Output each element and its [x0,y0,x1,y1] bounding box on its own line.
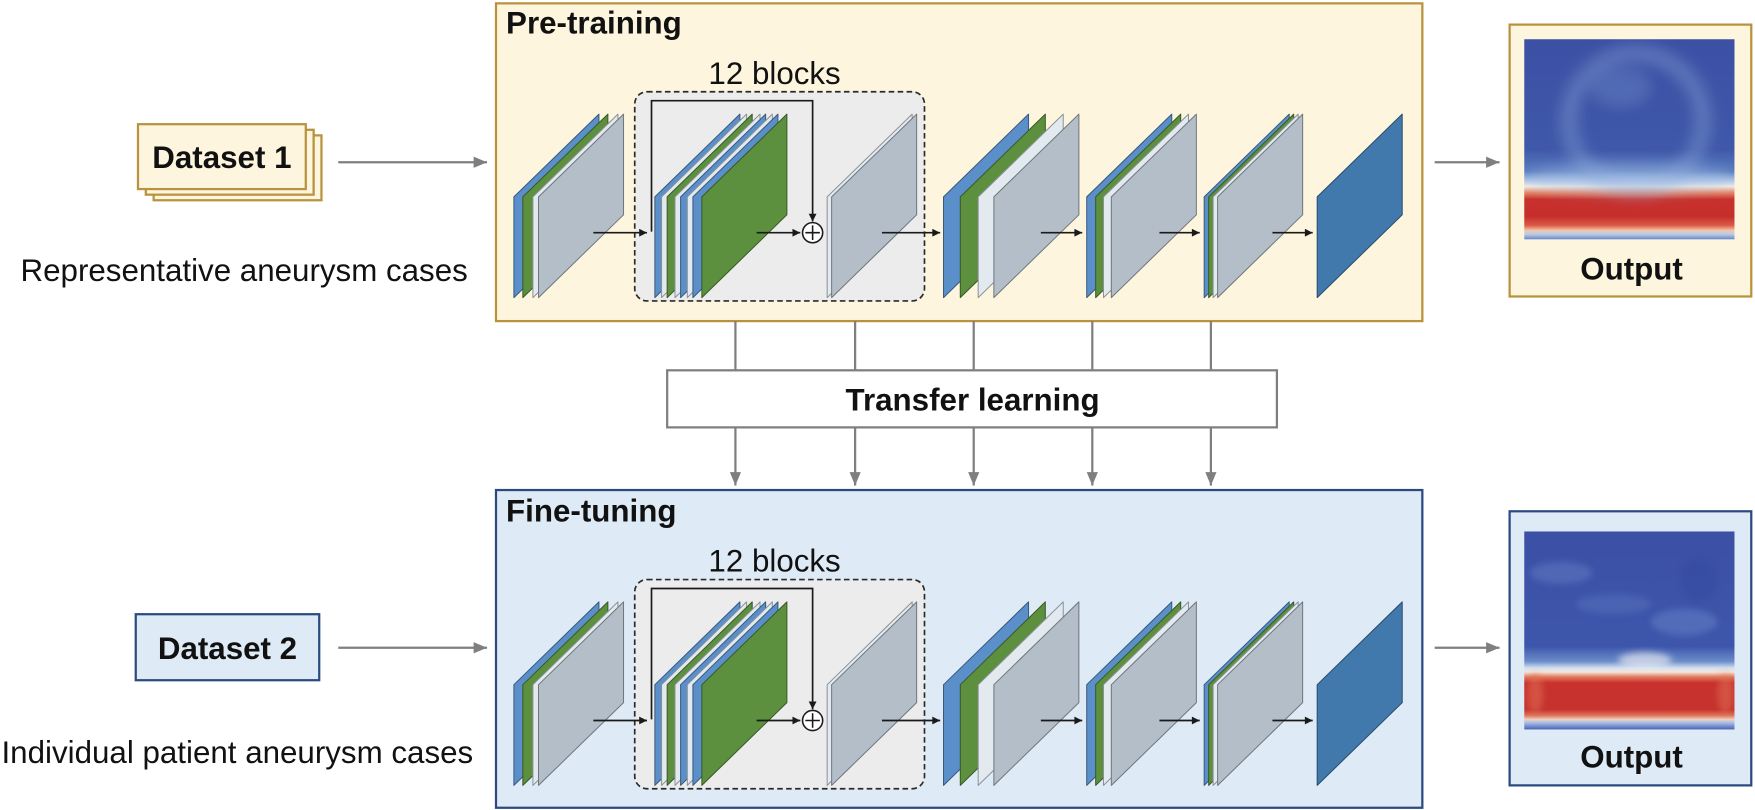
dataset-1-stack: Dataset 1 [136,123,323,202]
layer-stack-6 [1203,601,1304,786]
feature-map [1217,601,1304,786]
circle-plus-icon [801,221,824,244]
plus-sign [805,225,820,240]
layer-stack-5 [1086,601,1197,786]
feature-map [993,601,1080,786]
circle-plus-icon [801,709,824,732]
plus-sign [805,713,820,728]
feature-map [538,601,625,786]
feature-map [831,113,918,299]
layer-stack-4 [943,113,1080,299]
pretraining-output-panel: Output [1508,23,1753,298]
pretraining-section: Dataset 1 Representative aneurysm cases … [21,2,1753,323]
layer-stack-3 [826,113,918,299]
feature-map [993,113,1080,299]
heatmap-texture [1717,673,1734,714]
dataset-2-box [134,613,321,682]
vortex-highlight [1559,44,1713,197]
finetuning-output-heatmap [1524,531,1735,730]
pretraining-title: Pre-training [506,6,682,41]
heatmap-highlight [1618,652,1672,668]
feature-map [538,113,625,299]
prediction-stack [1316,113,1403,299]
pretraining-output-label: Output [1580,252,1683,287]
prediction-stack [1316,601,1403,786]
heatmap-texture [1680,557,1717,602]
dataset-card-front [136,123,307,191]
heatmap-texture [1650,608,1718,636]
layer-stack-1 [513,601,625,786]
pretraining-network [513,99,1403,299]
layer-stack-6 [1203,113,1304,299]
finetuning-section: Dataset 2 Individual patient aneurysm ca… [1,488,1753,809]
norm-layer [701,113,788,299]
dataset-2-caption: Individual patient aneurysm cases [1,735,473,770]
transfer-learning-box [666,369,1279,429]
layer-stack-1 [513,113,625,299]
feature-map [831,601,918,786]
pretraining-output-heatmap [1524,39,1735,240]
residual-blocks-label: 12 blocks [708,56,840,91]
layer-stack-4 [943,601,1080,786]
transfer-learning-label: Transfer learning [846,383,1100,418]
finetuning-output-panel: Output [1508,510,1753,787]
vortex-core [1589,67,1652,108]
heatmap-texture [1575,594,1652,615]
residual-block-stack [654,601,788,786]
finetuning-title: Fine-tuning [506,493,676,528]
heatmap-texture [1529,561,1593,585]
residual-blocks-label: 12 blocks [708,544,840,579]
dataset-2-label: Dataset 2 [158,631,297,666]
dataset-1-caption: Representative aneurysm cases [21,253,468,288]
feature-map [1217,113,1304,299]
layer-stack-5 [1086,113,1197,299]
feature-map [1110,113,1197,299]
finetuning-output-label: Output [1580,739,1683,774]
finetuning-network [513,587,1403,786]
heatmap-texture [1527,673,1544,714]
dataset-1-label: Dataset 1 [152,140,291,175]
residual-block-stack [654,113,788,299]
layer-stack-3 [826,601,918,786]
feature-map [1110,601,1197,786]
norm-layer [701,601,788,786]
prediction-layer [1316,113,1403,299]
prediction-layer [1316,601,1403,786]
skip-connection [650,99,817,232]
transfer-learning-section: Transfer learning [666,321,1279,486]
skip-connection [650,587,817,720]
